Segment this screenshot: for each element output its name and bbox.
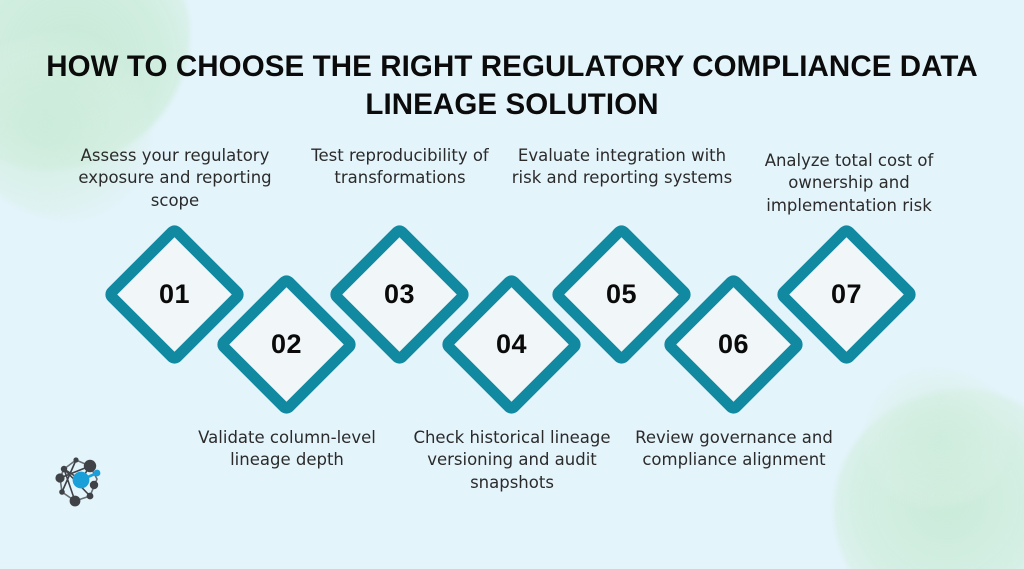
step-label-7: Analyze total cost of ownership and impl… [764,151,934,215]
network-node-logo [50,449,112,511]
step-number-6: 06 [717,329,750,359]
step-label-1: Assess your regulatory exposure and repo… [78,146,272,210]
page-title: HOW TO CHOOSE THE RIGHT REGULATORY COMPL… [46,50,978,121]
step-number-1: 01 [158,279,191,309]
step-label-3: Test reproducibility of transformations [311,146,489,188]
step-number-7: 07 [830,279,863,309]
step-label-4: Check historical lineage versioning and … [413,428,611,492]
step-number-2: 02 [270,329,303,359]
step-label-6: Review governance and compliance alignme… [635,428,833,470]
decorative-blob-bottom-right [834,389,1024,569]
step-label-5: Evaluate integration with risk and repor… [511,146,733,188]
decorative-blob-bottom-right-secondary [864,369,1014,509]
step-label-2: Validate column-level lineage depth [198,428,376,470]
step-number-5: 05 [605,279,638,309]
step-number-4: 04 [495,329,528,359]
step-number-3: 03 [383,279,416,309]
